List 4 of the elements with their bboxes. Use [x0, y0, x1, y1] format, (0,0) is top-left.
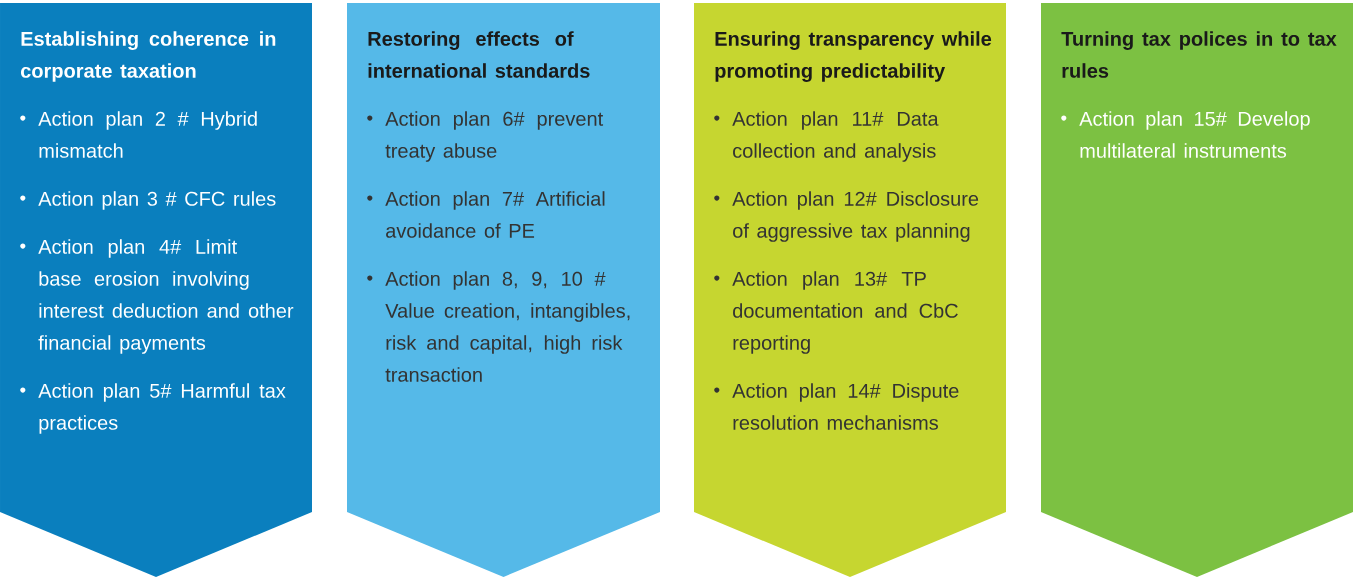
- chevron-panel: Restoring effects of international standards Action plan 6# prevent treaty abuse Action plan 7# Artificial avoidance of PE Action plan 8, 9, 10 # Value creation, intangibles, risk and capital, high risk transaction: [347, 3, 660, 577]
- chevron-panel: Establishing coherence in corporate taxation Action plan 2 # Hybrid mismatch Action plan 3 # CFC rules Action plan 4# Limit base erosion involving interest deduction and other financial payments Action plan 5# Harmful tax practices: [0, 3, 312, 577]
- chevron-panel: Turning tax polices in to tax rules Action plan 15# Develop multilateral instruments: [1041, 3, 1353, 577]
- chevron-panel: Ensuring transparency while promoting predictability Action plan 11# Data collection and analysis Action plan 12# Disclosure of aggressive tax planning Action plan 13# TP documentation and CbC reporting Action plan 14# Dispute resolution mechanisms: [694, 3, 1006, 577]
